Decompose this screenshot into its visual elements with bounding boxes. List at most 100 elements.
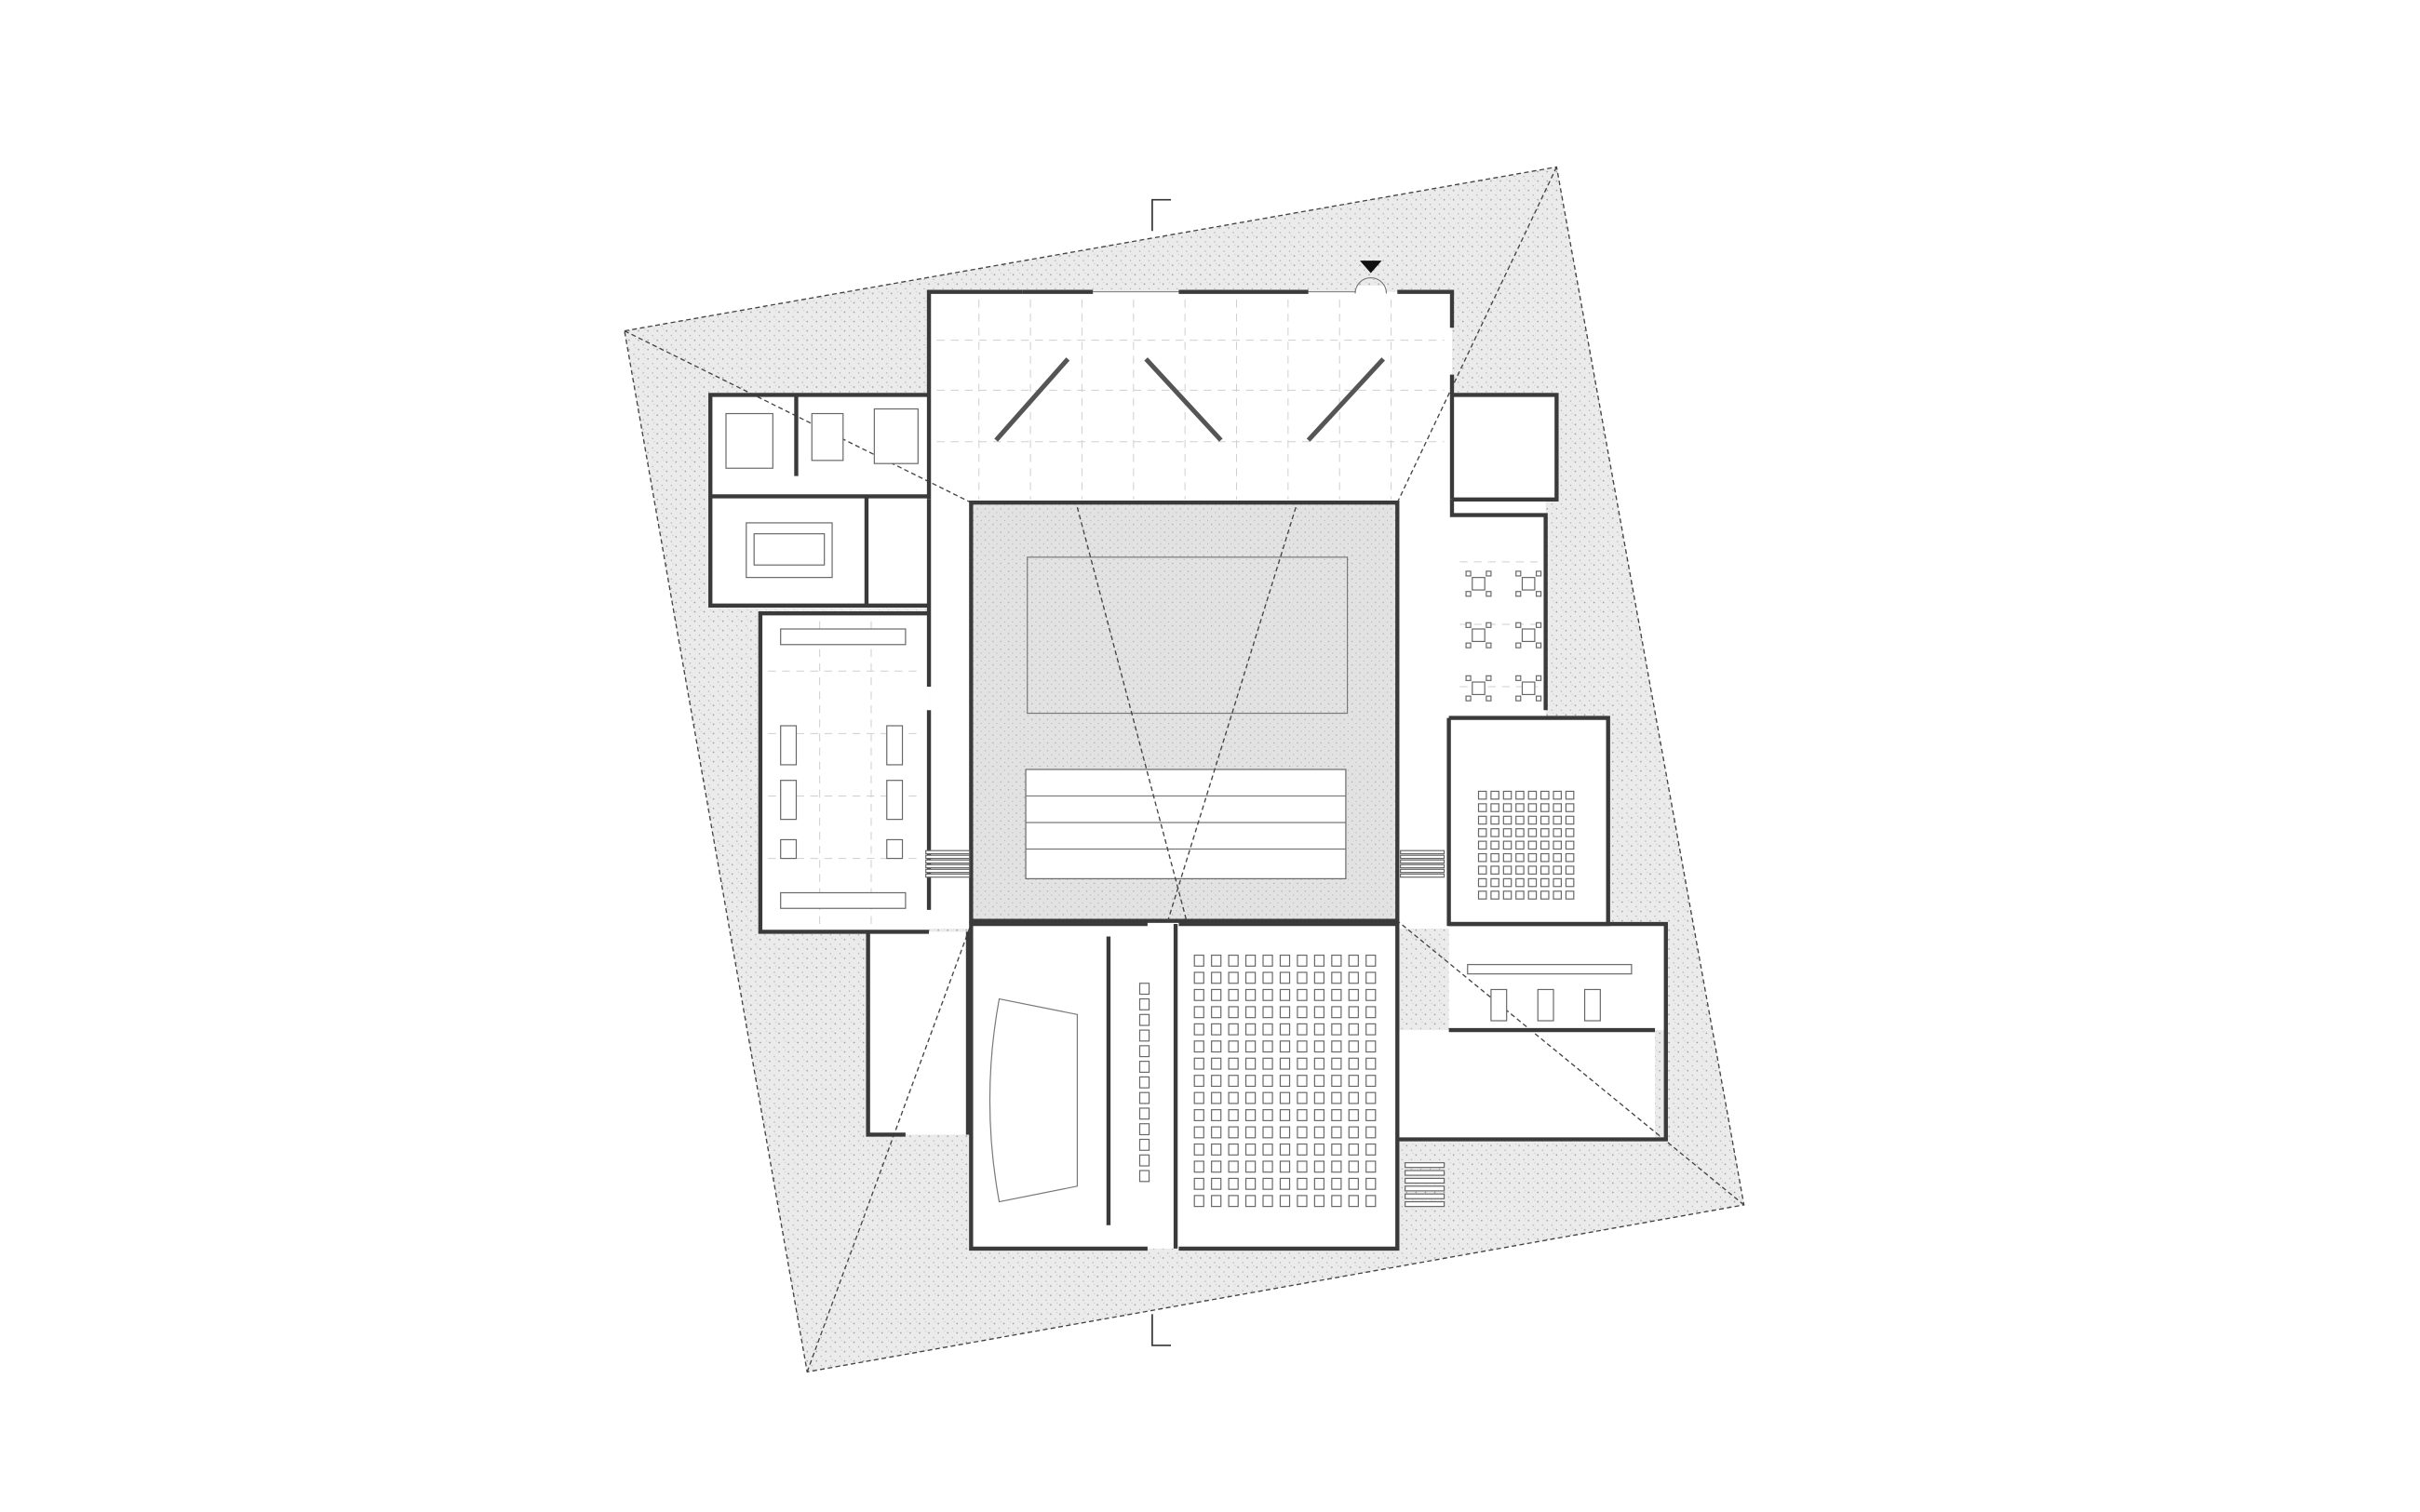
auditorium-seat	[1228, 1023, 1239, 1036]
auditorium-seat	[1348, 1006, 1359, 1019]
seminar-seat	[1565, 815, 1575, 825]
cafe-chair	[1535, 570, 1542, 577]
auditorium-seat	[1365, 1091, 1377, 1104]
auditorium-seat	[1365, 1006, 1377, 1019]
auditorium-seat	[1244, 1109, 1257, 1121]
auditorium-seat	[1279, 1091, 1291, 1104]
auditorium-seat	[1348, 1177, 1359, 1190]
auditorium-seat	[1244, 1195, 1257, 1208]
cafe-chair	[1486, 695, 1492, 702]
seminar-seat	[1502, 865, 1512, 875]
seminar-seat	[1477, 803, 1487, 812]
auditorium-seat	[1211, 1109, 1222, 1121]
auditorium-seat	[1297, 1091, 1308, 1104]
auditorium-seat	[1138, 983, 1150, 996]
seminar-seat	[1540, 840, 1550, 850]
auditorium-seat	[1228, 971, 1239, 984]
seminar-seat	[1527, 803, 1538, 812]
seminar-seat	[1553, 790, 1562, 800]
cafe-chair	[1486, 675, 1492, 681]
seminar-seat	[1477, 828, 1487, 837]
stair-tread	[1400, 859, 1445, 864]
seminar-seat	[1515, 865, 1525, 875]
cafe-chair	[1486, 642, 1492, 649]
auditorium-seat	[1138, 1061, 1150, 1073]
auditorium-seat	[1193, 1143, 1204, 1156]
seminar-seat	[1515, 815, 1525, 825]
auditorium-seat	[1279, 1023, 1291, 1036]
auditorium-seat	[1348, 1109, 1359, 1121]
auditorium-seat	[1331, 1057, 1342, 1070]
auditorium-seat	[1331, 1177, 1342, 1190]
seminar-seat	[1565, 828, 1575, 837]
seminar-seat	[1502, 877, 1512, 888]
auditorium-seat	[1193, 1126, 1204, 1139]
auditorium-seat	[1331, 1075, 1342, 1088]
stair-tread	[925, 873, 971, 878]
auditorium-seat	[1279, 954, 1291, 967]
auditorium-seat	[1313, 1091, 1325, 1104]
auditorium-seat	[1313, 1177, 1325, 1190]
seminar-seat	[1553, 890, 1562, 900]
auditorium-seat	[1211, 1057, 1222, 1070]
foyer-grid	[768, 300, 1539, 925]
auditorium-seat	[1365, 1160, 1377, 1173]
seminar-seat	[1540, 815, 1550, 825]
auditorium-seat	[1193, 1177, 1204, 1190]
seminar-seat	[1490, 877, 1499, 888]
seminar-seat	[1565, 877, 1575, 888]
auditorium-seat	[1313, 988, 1325, 1001]
auditorium-seat	[1138, 1154, 1150, 1167]
office-furniture	[725, 408, 919, 579]
auditorium-seat	[1228, 1143, 1239, 1156]
cafe-chair	[1535, 675, 1542, 681]
auditorium-seat	[1138, 1091, 1150, 1104]
cafe-chair	[1535, 695, 1542, 702]
auditorium-seat	[1331, 1040, 1342, 1053]
exhibition-displays	[780, 628, 907, 909]
auditorium-seat	[1193, 1075, 1204, 1088]
entrance-marker-icon	[1360, 261, 1382, 274]
seminar-seat	[1540, 828, 1550, 837]
cafe-chair	[1515, 570, 1522, 577]
auditorium-seat	[1331, 1091, 1342, 1104]
cafe-table	[1472, 628, 1486, 642]
seminar-seat	[1490, 890, 1499, 900]
seminar-seat	[1565, 790, 1575, 800]
seminar-seat	[1540, 803, 1550, 812]
seminar-seat	[1515, 890, 1525, 900]
entrance-door[interactable]	[1354, 276, 1388, 296]
cafe-chair	[1465, 622, 1472, 628]
auditorium-seat	[1228, 1109, 1239, 1121]
stair-tread	[1405, 1185, 1445, 1192]
auditorium-seat	[1331, 1109, 1342, 1121]
seminar-seats	[1477, 790, 1575, 900]
cafe-chair	[1465, 695, 1472, 702]
seminar-seat	[1477, 877, 1487, 888]
cafe-chair	[1465, 591, 1472, 597]
auditorium-seat	[1297, 1075, 1308, 1088]
auditorium-seat	[1262, 971, 1273, 984]
auditorium-seat	[1331, 954, 1342, 967]
seminar-seat	[1553, 815, 1562, 825]
seminar-seat	[1502, 828, 1512, 837]
auditorium-seat	[1262, 1057, 1273, 1070]
auditorium-seat	[1138, 1029, 1150, 1042]
seminar-seat	[1490, 803, 1499, 812]
auditorium-seat	[1348, 1126, 1359, 1139]
auditorium-seat	[1262, 1040, 1273, 1053]
seminar-seat	[1477, 865, 1487, 875]
auditorium-seat	[1211, 1126, 1222, 1139]
stair-tread	[1405, 1177, 1445, 1184]
storage-shelves	[1467, 964, 1633, 1022]
auditorium-seat	[1279, 988, 1291, 1001]
auditorium-seat	[1262, 1109, 1273, 1121]
stair-tread	[1405, 1193, 1445, 1199]
auditorium-seat	[1262, 1023, 1273, 1036]
auditorium-seat	[1262, 1195, 1273, 1208]
auditorium-seat	[1262, 954, 1273, 967]
cafe-chair	[1535, 622, 1542, 628]
auditorium-seat	[1244, 1160, 1257, 1173]
auditorium-seat	[1138, 1123, 1150, 1136]
